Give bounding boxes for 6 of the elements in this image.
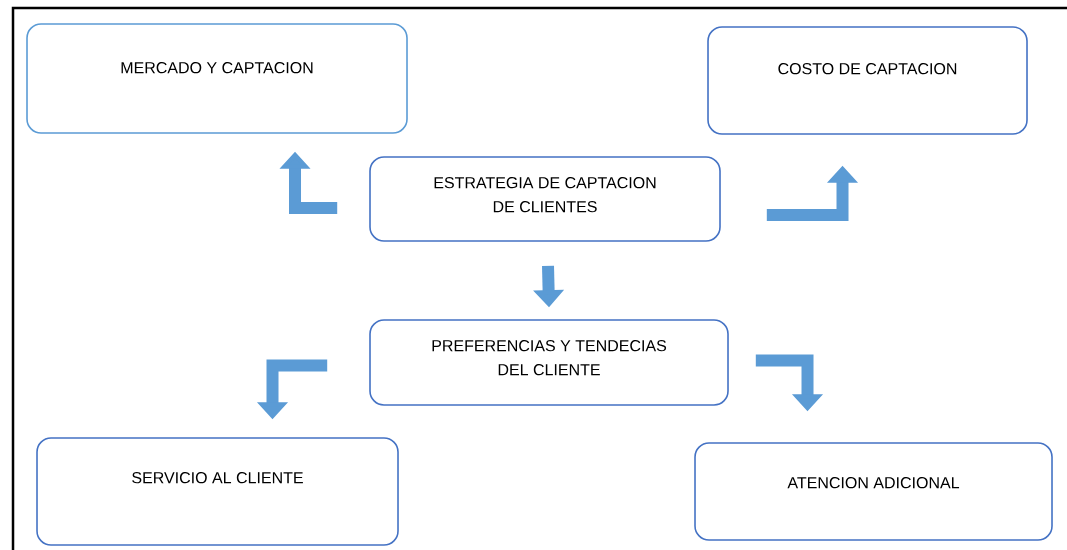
process-box: PREFERENCIAS Y TENDECIAS DEL CLIENTE	[369, 319, 729, 406]
process-box: ATENCION ADICIONAL	[694, 442, 1053, 541]
process-box: COSTO DE CAPTACION	[707, 26, 1028, 135]
process-box: ESTRATEGIA DE CAPTACION DE CLIENTES	[369, 156, 721, 242]
process-box: SERVICIO AL CLIENTE	[36, 437, 399, 546]
process-box: MERCADO Y CAPTACION	[26, 23, 408, 134]
